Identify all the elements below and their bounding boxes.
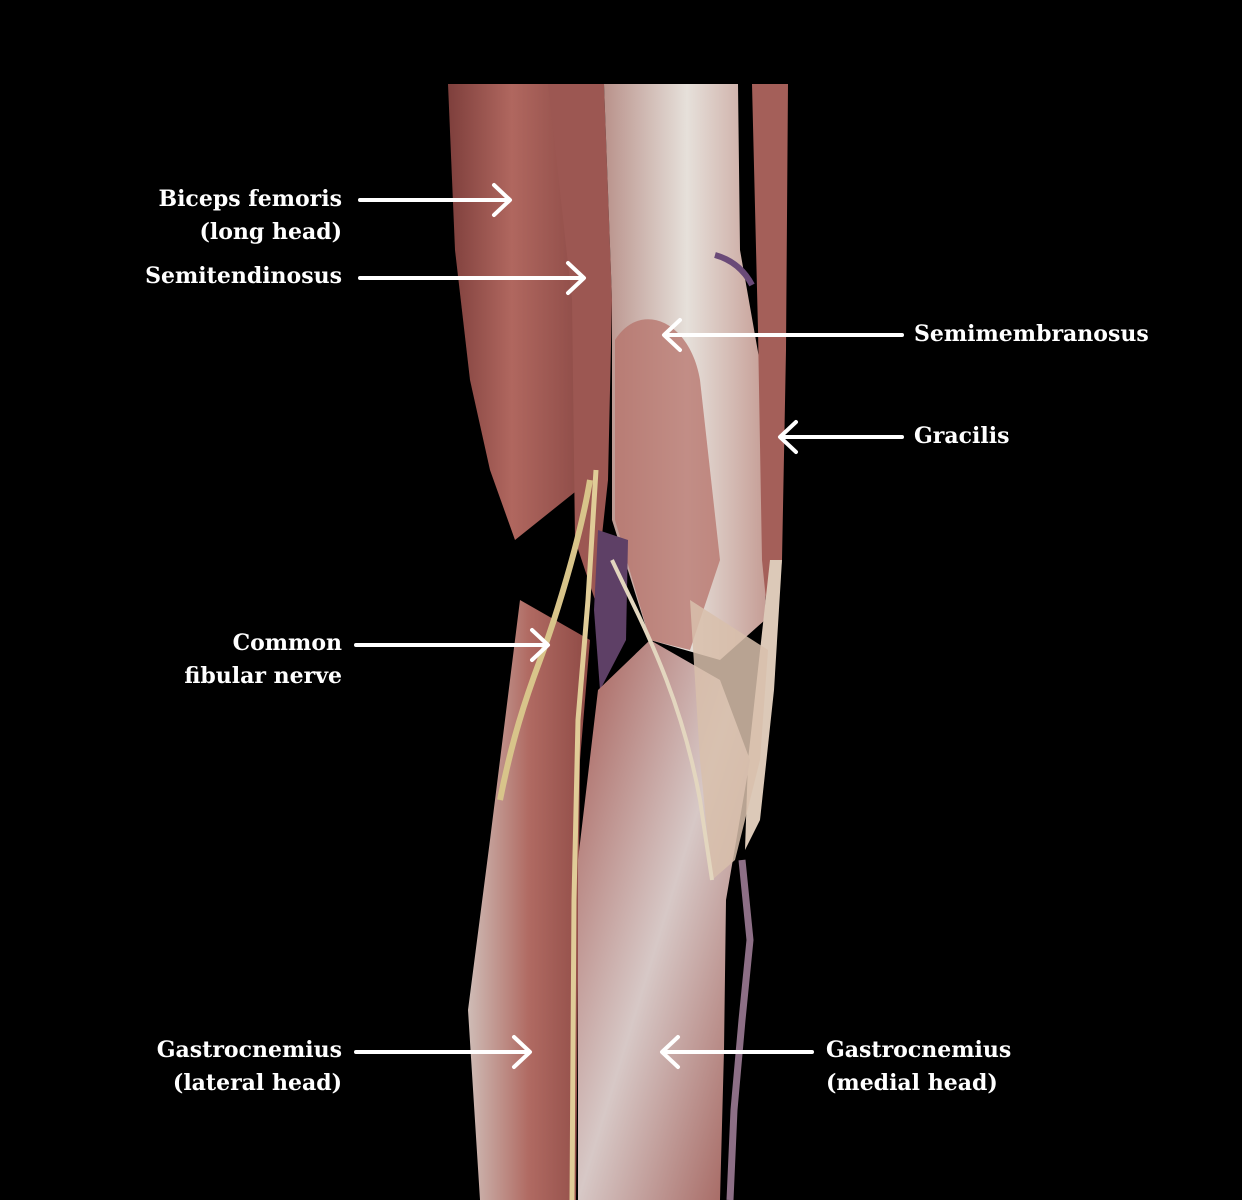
popliteal-vein [594, 530, 628, 690]
arrow-common-fibular-nerve [354, 628, 550, 662]
label-biceps-femoris: Biceps femoris (long head) [158, 183, 342, 249]
label-gastrocnemius-medial: Gastrocnemius (medial head) [826, 1034, 1011, 1100]
popliteal-fascia [690, 600, 768, 880]
label-gastrocnemius-lateral-line2: (lateral head) [172, 1070, 342, 1096]
arrow-biceps-femoris [358, 183, 512, 217]
label-common-fibular-nerve-line2: fibular nerve [184, 663, 342, 689]
small-vessel [714, 252, 755, 287]
label-gastrocnemius-lateral: Gastrocnemius (lateral head) [157, 1034, 342, 1100]
arrow-gastrocnemius-lateral [354, 1035, 532, 1069]
saphenous-vessel [726, 859, 754, 1200]
semimembranosus-belly [615, 319, 720, 650]
label-common-fibular-nerve: Common fibular nerve [184, 627, 342, 693]
label-gastrocnemius-medial-line2: (medial head) [826, 1070, 998, 1096]
label-gastrocnemius-medial-line1: Gastrocnemius [826, 1037, 1012, 1063]
label-biceps-femoris-line1: Biceps femoris [158, 186, 342, 212]
label-gastrocnemius-lateral-line1: Gastrocnemius [156, 1037, 342, 1063]
arrow-gastrocnemius-medial [660, 1035, 814, 1069]
arrow-semimembranosus [662, 318, 904, 352]
label-semimembranosus-line1: Semimembranosus [914, 321, 1149, 347]
label-gracilis-line1: Gracilis [914, 423, 1010, 449]
label-semimembranosus: Semimembranosus [914, 318, 1149, 351]
arrow-semitendinosus [358, 261, 586, 295]
label-common-fibular-nerve-line1: Common [232, 630, 342, 656]
arrow-gracilis [778, 420, 904, 454]
gracilis-muscle [752, 84, 788, 660]
common-fibular-nerve [497, 479, 593, 801]
label-semitendinosus-line1: Semitendinosus [145, 263, 342, 289]
tibial-nerve [569, 469, 599, 1200]
sural-nerve [610, 559, 714, 881]
label-biceps-femoris-line2: (long head) [199, 219, 342, 245]
label-semitendinosus: Semitendinosus [145, 260, 342, 293]
label-gracilis: Gracilis [914, 420, 1010, 453]
